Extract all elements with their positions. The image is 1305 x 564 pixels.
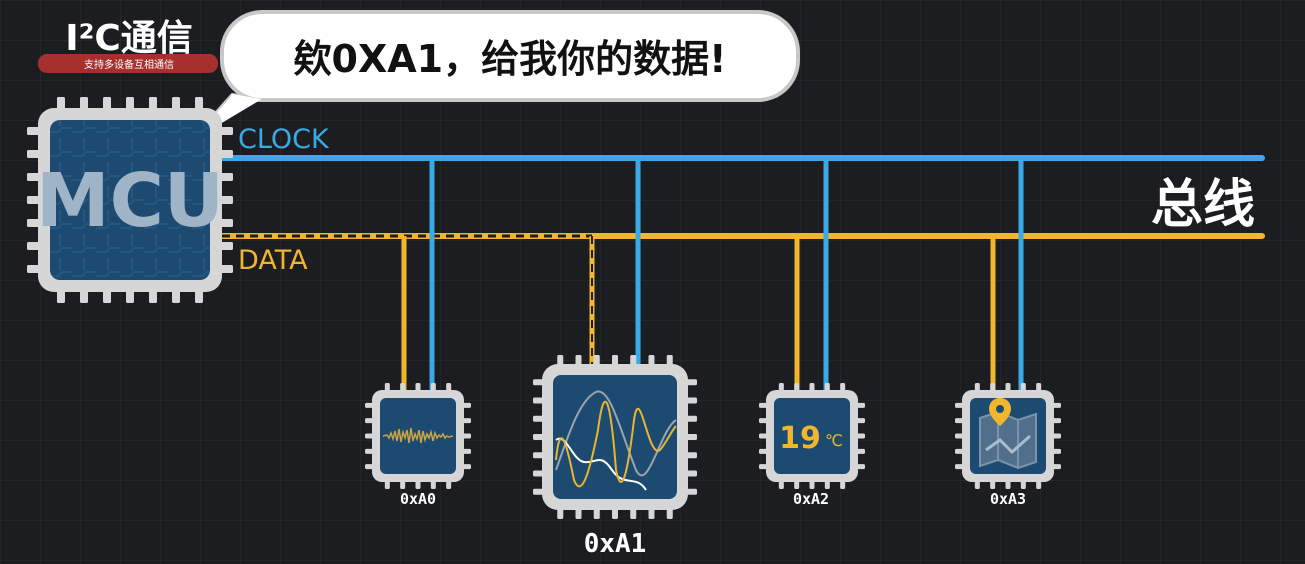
badge-title: I²C通信 xyxy=(65,18,193,59)
data-label: DATA xyxy=(238,245,308,276)
mcu-label: MCU xyxy=(36,158,224,244)
device-a3: 0xA3 xyxy=(955,383,1061,508)
clock-label: CLOCK xyxy=(238,124,330,155)
device-a1-address: 0xA1 xyxy=(584,529,647,559)
device-a3-address: 0xA3 xyxy=(990,490,1026,508)
device-a2: 19 ℃ 0xA2 xyxy=(759,383,865,508)
mcu-chip: MCU xyxy=(27,97,233,303)
speech-bubble: 欸0XA1，给我你的数据! xyxy=(197,10,800,133)
title-badge: I²C通信 支持多设备互相通信 xyxy=(38,18,218,73)
speech-text: 欸0XA1，给我你的数据! xyxy=(294,37,727,81)
bus-label: 总线 xyxy=(1151,175,1255,235)
map-pin-icon xyxy=(989,398,1011,426)
chart-icon xyxy=(555,390,677,491)
badge-subtitle: 支持多设备互相通信 xyxy=(84,58,174,71)
thermometer-reading: 19 xyxy=(779,421,821,456)
temperature-unit: ℃ xyxy=(825,431,843,450)
device-a2-screen xyxy=(774,398,850,474)
device-a2-address: 0xA2 xyxy=(793,490,829,508)
badge-ribbon xyxy=(38,54,218,73)
device-a1-screen xyxy=(553,375,677,499)
map-icon xyxy=(979,410,1037,470)
bus-lines xyxy=(219,155,1265,392)
waveform-icon xyxy=(382,427,454,444)
chip-icon xyxy=(50,120,210,280)
bubble-body xyxy=(220,10,800,102)
device-a0: 0xA0 xyxy=(365,383,471,508)
device-a1: 0xA1 xyxy=(533,355,697,559)
device-a0-address: 0xA0 xyxy=(400,490,436,508)
